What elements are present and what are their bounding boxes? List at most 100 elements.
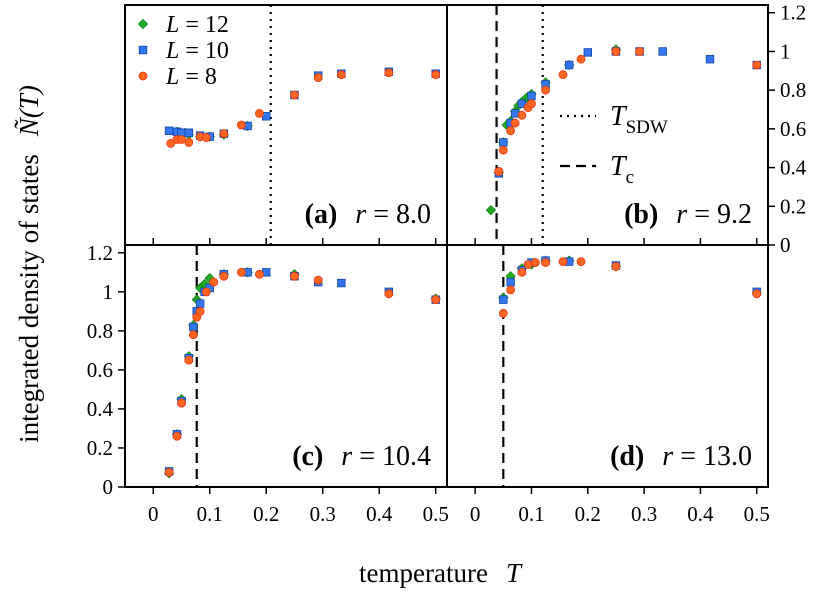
panel-label-b: (b)r = 9.2 [624, 199, 752, 230]
data-point-L12 [485, 204, 497, 216]
x-tick-label: 0.2 [575, 502, 601, 526]
y-tick-label-left: 0.6 [87, 358, 113, 382]
panel-d: (d)r = 13.0 [498, 245, 762, 487]
data-point-L10 [184, 128, 194, 137]
data-point-L8 [255, 269, 264, 279]
x-tick-label: 0 [148, 502, 159, 526]
data-point-L8 [494, 167, 504, 176]
data-point-L10 [499, 295, 508, 304]
data-point-L8 [576, 54, 586, 64]
data-point-L10 [527, 91, 536, 101]
line-legend-subscript: c [626, 167, 634, 188]
r-symbol: r [662, 441, 673, 472]
data-point-L12 [137, 18, 149, 30]
y-tick-label-right: 1.2 [780, 1, 806, 25]
y-tick-label-right: 0 [780, 233, 791, 257]
data-point-L8 [184, 355, 194, 365]
line-legend-label: TSDW [610, 101, 668, 138]
data-point-L8 [384, 68, 394, 78]
data-point-L8 [188, 330, 198, 340]
data-point-L8 [177, 135, 186, 144]
data-point-L8 [166, 138, 176, 148]
x-axis-title-text: temperature [359, 558, 488, 588]
data-point-L8 [236, 120, 246, 130]
data-point-L10 [705, 54, 715, 64]
r-symbol: r [341, 441, 352, 472]
r-symbol: r [355, 199, 366, 230]
data-point-L8 [517, 110, 527, 120]
y-tick-label-left: 0 [103, 475, 114, 499]
legend-value: = 10 [179, 38, 229, 64]
data-point-L8 [635, 47, 644, 56]
y-axis-symbol: Ñ(T) [14, 85, 44, 137]
line-legend-subscript: SDW [626, 117, 668, 138]
data-point-L8 [219, 129, 229, 139]
panel-label-d: (d)r = 13.0 [610, 441, 752, 472]
y-tick-label-right: 0.2 [780, 194, 806, 218]
x-tick-label: 0.1 [518, 502, 544, 526]
x-tick-label: 0.1 [197, 502, 223, 526]
line-legend-symbol: T [610, 101, 628, 132]
legend-symbol: L [165, 38, 179, 64]
data-point-L8 [138, 71, 148, 81]
legend-symbol: L [165, 64, 179, 90]
y-tick-label-right: 0.6 [780, 117, 806, 141]
panel-r-value: r = 13.0 [662, 441, 752, 472]
data-point-L8 [541, 258, 550, 267]
y-tick-label-left: 0.2 [87, 436, 113, 460]
data-point-L10 [506, 277, 515, 287]
panel-r-value: r = 10.4 [341, 441, 431, 472]
data-point-L8 [184, 138, 194, 147]
data-point-L8 [752, 60, 762, 70]
x-tick-label: 0 [470, 502, 481, 526]
data-point-L8 [255, 108, 264, 118]
data-point-L8 [531, 258, 540, 267]
y-tick-label-right: 0.4 [780, 156, 807, 180]
legend-value: = 12 [179, 12, 229, 38]
y-tick-label-left: 1 [103, 280, 114, 304]
y-tick-label-right: 1 [780, 39, 791, 63]
panel-r-value: r = 9.2 [676, 199, 752, 230]
r-rest: = 9.2 [687, 199, 752, 230]
data-point-L10 [138, 45, 148, 55]
series-group-a [164, 67, 441, 148]
data-point-L8 [576, 257, 586, 266]
panel-b: (b)r = 9.2 [485, 5, 762, 245]
y-axis-title-text: integrated density of states [14, 154, 44, 443]
series-group-b [485, 44, 762, 216]
data-point-L10 [164, 126, 174, 136]
panel-r-value: r = 8.0 [355, 199, 431, 230]
data-point-L8 [506, 126, 516, 136]
data-point-L8 [498, 145, 508, 155]
data-point-L8 [541, 85, 550, 95]
data-point-L8 [172, 431, 182, 441]
data-point-L8 [527, 99, 536, 109]
data-point-L8 [384, 289, 394, 299]
r-rest: = 10.4 [352, 441, 431, 472]
x-tick-label: 0.3 [631, 502, 657, 526]
data-point-L8 [558, 70, 568, 80]
data-point-L8 [209, 277, 219, 287]
data-point-L10 [583, 48, 592, 57]
y-tick-label-left: 0.8 [87, 319, 113, 343]
y-axis-title: integrated density of states Ñ(T) [14, 85, 44, 443]
data-point-L8 [219, 271, 229, 281]
data-point-L10 [565, 60, 574, 70]
r-symbol: r [676, 199, 687, 230]
data-point-L10 [499, 138, 508, 147]
data-point-L8 [336, 70, 346, 80]
panel-label-a: (a)r = 8.0 [305, 199, 431, 230]
x-tick-label: 0.3 [310, 502, 336, 526]
data-point-L10 [658, 47, 667, 56]
line-legend-symbol: T [610, 151, 628, 182]
r-rest: = 8.0 [366, 199, 431, 230]
data-point-L10 [517, 99, 527, 108]
data-point-L10 [195, 299, 205, 308]
series-group-c [163, 267, 441, 479]
data-point-L8 [611, 47, 621, 56]
legend-label-L12: L = 12 [165, 12, 229, 38]
x-tick-label: 0.5 [423, 502, 449, 526]
